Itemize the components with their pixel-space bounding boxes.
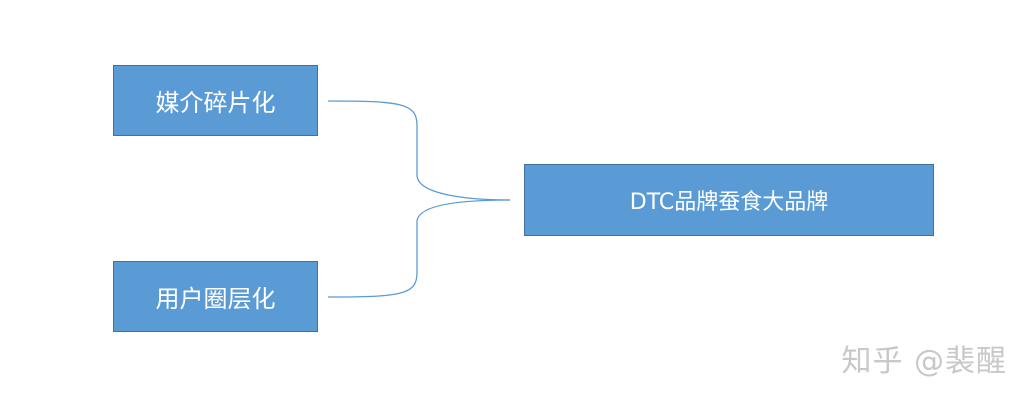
brace-lower-branch — [327, 199, 511, 298]
user-circle-stratification-box: 用户圈层化 — [113, 261, 318, 332]
zhihu-watermark: 知乎 @裴醒 — [841, 336, 1007, 380]
dtc-brands-erode-big-brands-box: DTC品牌蚕食大品牌 — [524, 164, 934, 236]
brace-upper-branch — [327, 100, 511, 201]
media-fragmentation-label: 媒介碎片化 — [155, 89, 276, 117]
watermark-text: 知乎 @裴醒 — [841, 344, 1007, 379]
media-fragmentation-box: 媒介碎片化 — [113, 65, 318, 136]
user-circle-stratification-label: 用户圈层化 — [155, 285, 276, 313]
dtc-brands-erode-big-brands-label: DTC品牌蚕食大品牌 — [629, 190, 829, 215]
